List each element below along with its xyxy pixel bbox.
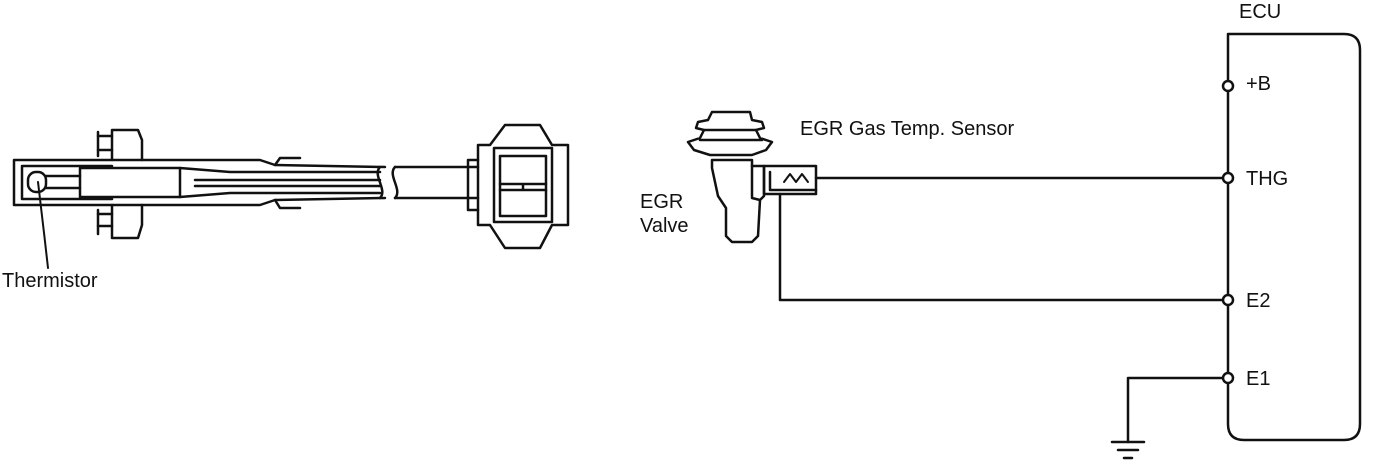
- terminal-e2: [1221, 293, 1235, 307]
- terminal-label-plus-b: +B: [1246, 73, 1272, 95]
- terminal-thg: [1221, 171, 1235, 185]
- ecu-terminals: [1221, 79, 1235, 385]
- egr-valve-label: EGR Valve: [640, 190, 689, 238]
- terminal-label-e2: E2: [1246, 290, 1271, 312]
- wire-e1: [1126, 376, 1230, 444]
- wires: [778, 176, 1230, 444]
- terminal-e1: [1221, 371, 1235, 385]
- ground-symbol: [1110, 440, 1146, 460]
- ecu-label: ECU: [1239, 1, 1282, 23]
- sensor-connector: [466, 123, 570, 250]
- wire-e2: [778, 192, 1230, 302]
- egr-valve-label-line2: Valve: [640, 215, 689, 237]
- egr-sensor-label: EGR Gas Temp. Sensor: [800, 118, 1015, 140]
- thermistor-bead: [26, 170, 48, 194]
- egr-valve-label-line1: EGR: [640, 191, 684, 213]
- ecu-box: [1226, 32, 1362, 442]
- terminal-plus-b: [1221, 79, 1235, 93]
- thermistor-label: Thermistor: [2, 270, 98, 292]
- terminal-label-thg: THG: [1246, 168, 1289, 190]
- sensor-cutaway: [12, 123, 570, 269]
- terminal-label-e1: E1: [1246, 368, 1271, 390]
- egr-gas-temp-sensor: [762, 164, 818, 196]
- egr-valve: [686, 110, 774, 244]
